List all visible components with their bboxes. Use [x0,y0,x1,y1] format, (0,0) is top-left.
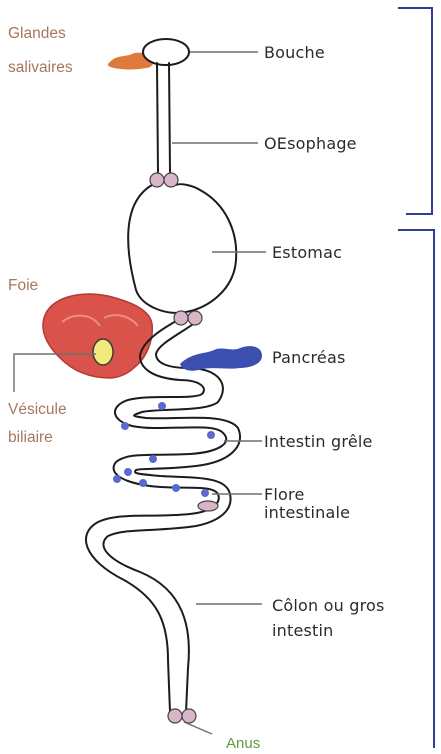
anal-sphincter-left [168,709,182,723]
liver [43,294,152,378]
upper-bracket [398,8,432,214]
pylorus-sphincter-right [188,311,202,325]
cardia-sphincter-right [164,173,178,187]
label-flore-line2: intestinale [264,503,350,522]
stomach [128,184,236,313]
flora-dot [201,489,209,497]
label-vesicule-line2: biliaire [8,429,53,446]
pylorus-sphincter-left [174,311,188,325]
leader-anus [184,722,212,734]
label-foie: Foie [8,277,38,294]
flora-dot [113,475,121,483]
flora-dot [149,455,157,463]
flora-dot [124,468,132,476]
label-colon-line1: Côlon ou gros [272,596,385,615]
label-pancreas: Pancréas [272,348,345,367]
flora-dot [172,484,180,492]
label-vesicule-line1: Vésicule [8,401,67,418]
label-anus: Anus [226,735,260,752]
label-intestin-grele: Intestin grêle [264,432,373,451]
flora-dot [121,422,129,430]
label-bouche: Bouche [264,43,325,62]
flora-dot [207,431,215,439]
ileocecal-valve [198,501,218,511]
gallbladder [93,339,113,365]
label-estomac: Estomac [272,243,342,262]
label-flore-line1: Flore [264,485,305,504]
label-colon-line2: intestin [272,621,334,640]
label-oesophage: OEsophage [264,134,357,153]
mouth [143,39,189,65]
label-glandes-line1: Glandes [8,25,66,42]
label-glandes-line2: salivaires [8,59,73,76]
flora-dot [158,402,166,410]
oesophagus-right-wall [169,63,170,172]
oesophagus-left-wall [157,63,158,172]
flora-dot [139,479,147,487]
pancreas [180,346,262,371]
small-intestine-outer-wall [86,320,226,712]
anal-sphincter-right [182,709,196,723]
lower-bracket [398,230,434,748]
cardia-sphincter-left [150,173,164,187]
